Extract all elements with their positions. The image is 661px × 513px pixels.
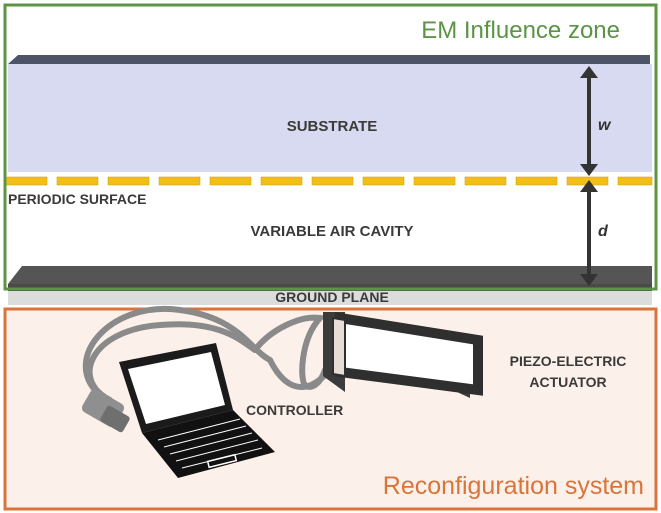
periodic-surface-patches (5, 176, 653, 186)
cable-connector (81, 389, 130, 433)
d-arrow-head-up (580, 180, 598, 192)
laptop-trackpad (206, 453, 238, 469)
controller-label: CONTROLLER (246, 402, 343, 418)
periodic-patch (617, 176, 653, 186)
periodic-patch (413, 176, 456, 186)
substrate-layer (8, 64, 652, 172)
periodic-patch (362, 176, 405, 186)
laptop-keyboard (157, 418, 263, 469)
w-label: w (598, 117, 612, 134)
periodic-patch (515, 176, 558, 186)
ground-plane-top (8, 266, 652, 284)
ground-plane-label: GROUND PLANE (275, 289, 389, 305)
dimension-arrows (580, 66, 598, 286)
periodic-patch (107, 176, 150, 186)
em-influence-zone (3, 3, 658, 291)
actuator-label-line2: ACTUATOR (529, 374, 606, 390)
actuator-label-line1: PIEZO-ELECTRIC (510, 353, 627, 369)
w-arrow-head-down (580, 164, 598, 176)
cable-4 (267, 357, 328, 390)
laptop-screen (128, 352, 225, 424)
periodic-surface-label: PERIODIC SURFACE (8, 191, 146, 207)
em-zone-title: EM Influence zone (421, 17, 620, 44)
piezo-actuator (323, 312, 483, 398)
controller-cables (82, 305, 328, 403)
laptop-controller (119, 343, 275, 478)
substrate-label: SUBSTRATE (287, 118, 378, 135)
d-arrow-head-down (580, 274, 598, 286)
reconfig-zone-title: Reconfiguration system (383, 472, 644, 500)
ground-plane-base (8, 291, 652, 305)
periodic-patch (260, 176, 303, 186)
d-label: d (598, 223, 609, 240)
cable-2 (82, 305, 273, 398)
air-cavity-label: VARIABLE AIR CAVITY (250, 223, 413, 240)
w-arrow-head-up (580, 66, 598, 78)
periodic-patch (56, 176, 99, 186)
periodic-patch (464, 176, 507, 186)
substrate-top-edge (8, 55, 650, 64)
periodic-patch (5, 176, 48, 186)
periodic-patch (158, 176, 201, 186)
periodic-patch (311, 176, 354, 186)
periodic-patch (209, 176, 252, 186)
